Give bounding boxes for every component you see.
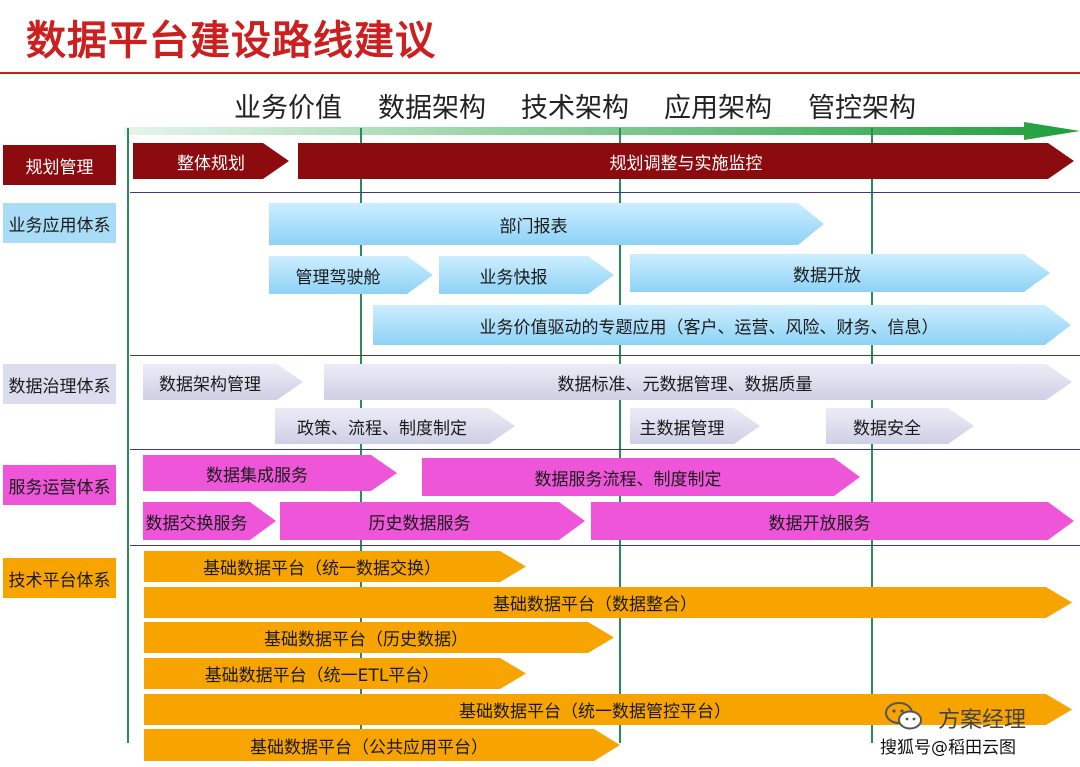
timeline-arrow [124,122,1080,140]
wechat-icon [885,702,922,730]
section-label-tech: 技术平台体系 [3,558,116,598]
phase-header: 应用架构 [664,93,772,124]
section-label-business: 业务应用体系 [3,203,116,243]
roadmap-bar-platform-public: 基础数据平台（公共应用平台） [144,729,620,761]
roadmap-bar-topic-apps: 业务价值驱动的专题应用（客户、运营、风险、财务、信息） [373,305,1071,345]
roadmap-bar-planning-adjust: 规划调整与实施监控 [298,143,1074,179]
section-divider [130,449,1080,450]
section-divider [130,355,1080,356]
roadmap-bar-security: 数据安全 [826,408,974,444]
roadmap-bar-platform-exchange: 基础数据平台（统一数据交换） [144,551,526,582]
section-label-planning: 规划管理 [3,145,116,185]
roadmap-bar-exchange-svc: 数据交换服务 [143,502,276,540]
roadmap-bar-open-svc: 数据开放服务 [591,502,1074,540]
roadmap-bar-platform-governance: 基础数据平台（统一数据管控平台） [144,694,1072,725]
page-title: 数据平台建设路线建议 [26,18,436,64]
roadmap-bar-arch-mgmt: 数据架构管理 [143,364,303,400]
roadmap-bar-policy: 政策、流程、制度制定 [275,408,515,444]
roadmap-bar-platform-integration: 基础数据平台（数据整合） [144,587,1072,618]
roadmap-bar-standards: 数据标准、元数据管理、数据质量 [324,364,1072,400]
phase-header: 业务价值 [234,93,342,124]
roadmap-bar-platform-history: 基础数据平台（历史数据） [144,622,614,653]
phase-header: 管控架构 [808,93,916,124]
roadmap-bar-master-data: 主数据管理 [630,408,760,444]
phase-header: 数据架构 [378,93,486,124]
title-divider [0,72,1080,74]
section-label-governance: 数据治理体系 [3,364,116,404]
roadmap-bar-data-open: 数据开放 [630,254,1050,292]
phase-line [127,128,129,743]
roadmap-bar-history-svc: 历史数据服务 [280,502,585,540]
phase-line [619,128,621,743]
roadmap-bar-dashboard: 管理驾驶舱 [269,256,433,294]
roadmap-bar-bulletin: 业务快报 [439,256,614,294]
roadmap-bar-overall-planning: 整体规划 [133,143,289,179]
roadmap-bar-platform-etl: 基础数据平台（统一ETL平台） [144,658,526,689]
section-divider [130,192,1080,193]
phase-header: 技术架构 [521,93,629,124]
section-divider [130,545,1080,546]
section-label-service: 服务运营体系 [3,465,116,505]
roadmap-bar-integration-svc: 数据集成服务 [143,455,397,491]
roadmap-bar-svc-process: 数据服务流程、制度制定 [422,458,860,496]
watermark-source: 搜狐号@稻田云图 [880,738,1016,758]
watermark-name: 方案经理 [938,708,1027,733]
roadmap-bar-dept-reports: 部门报表 [269,203,824,245]
